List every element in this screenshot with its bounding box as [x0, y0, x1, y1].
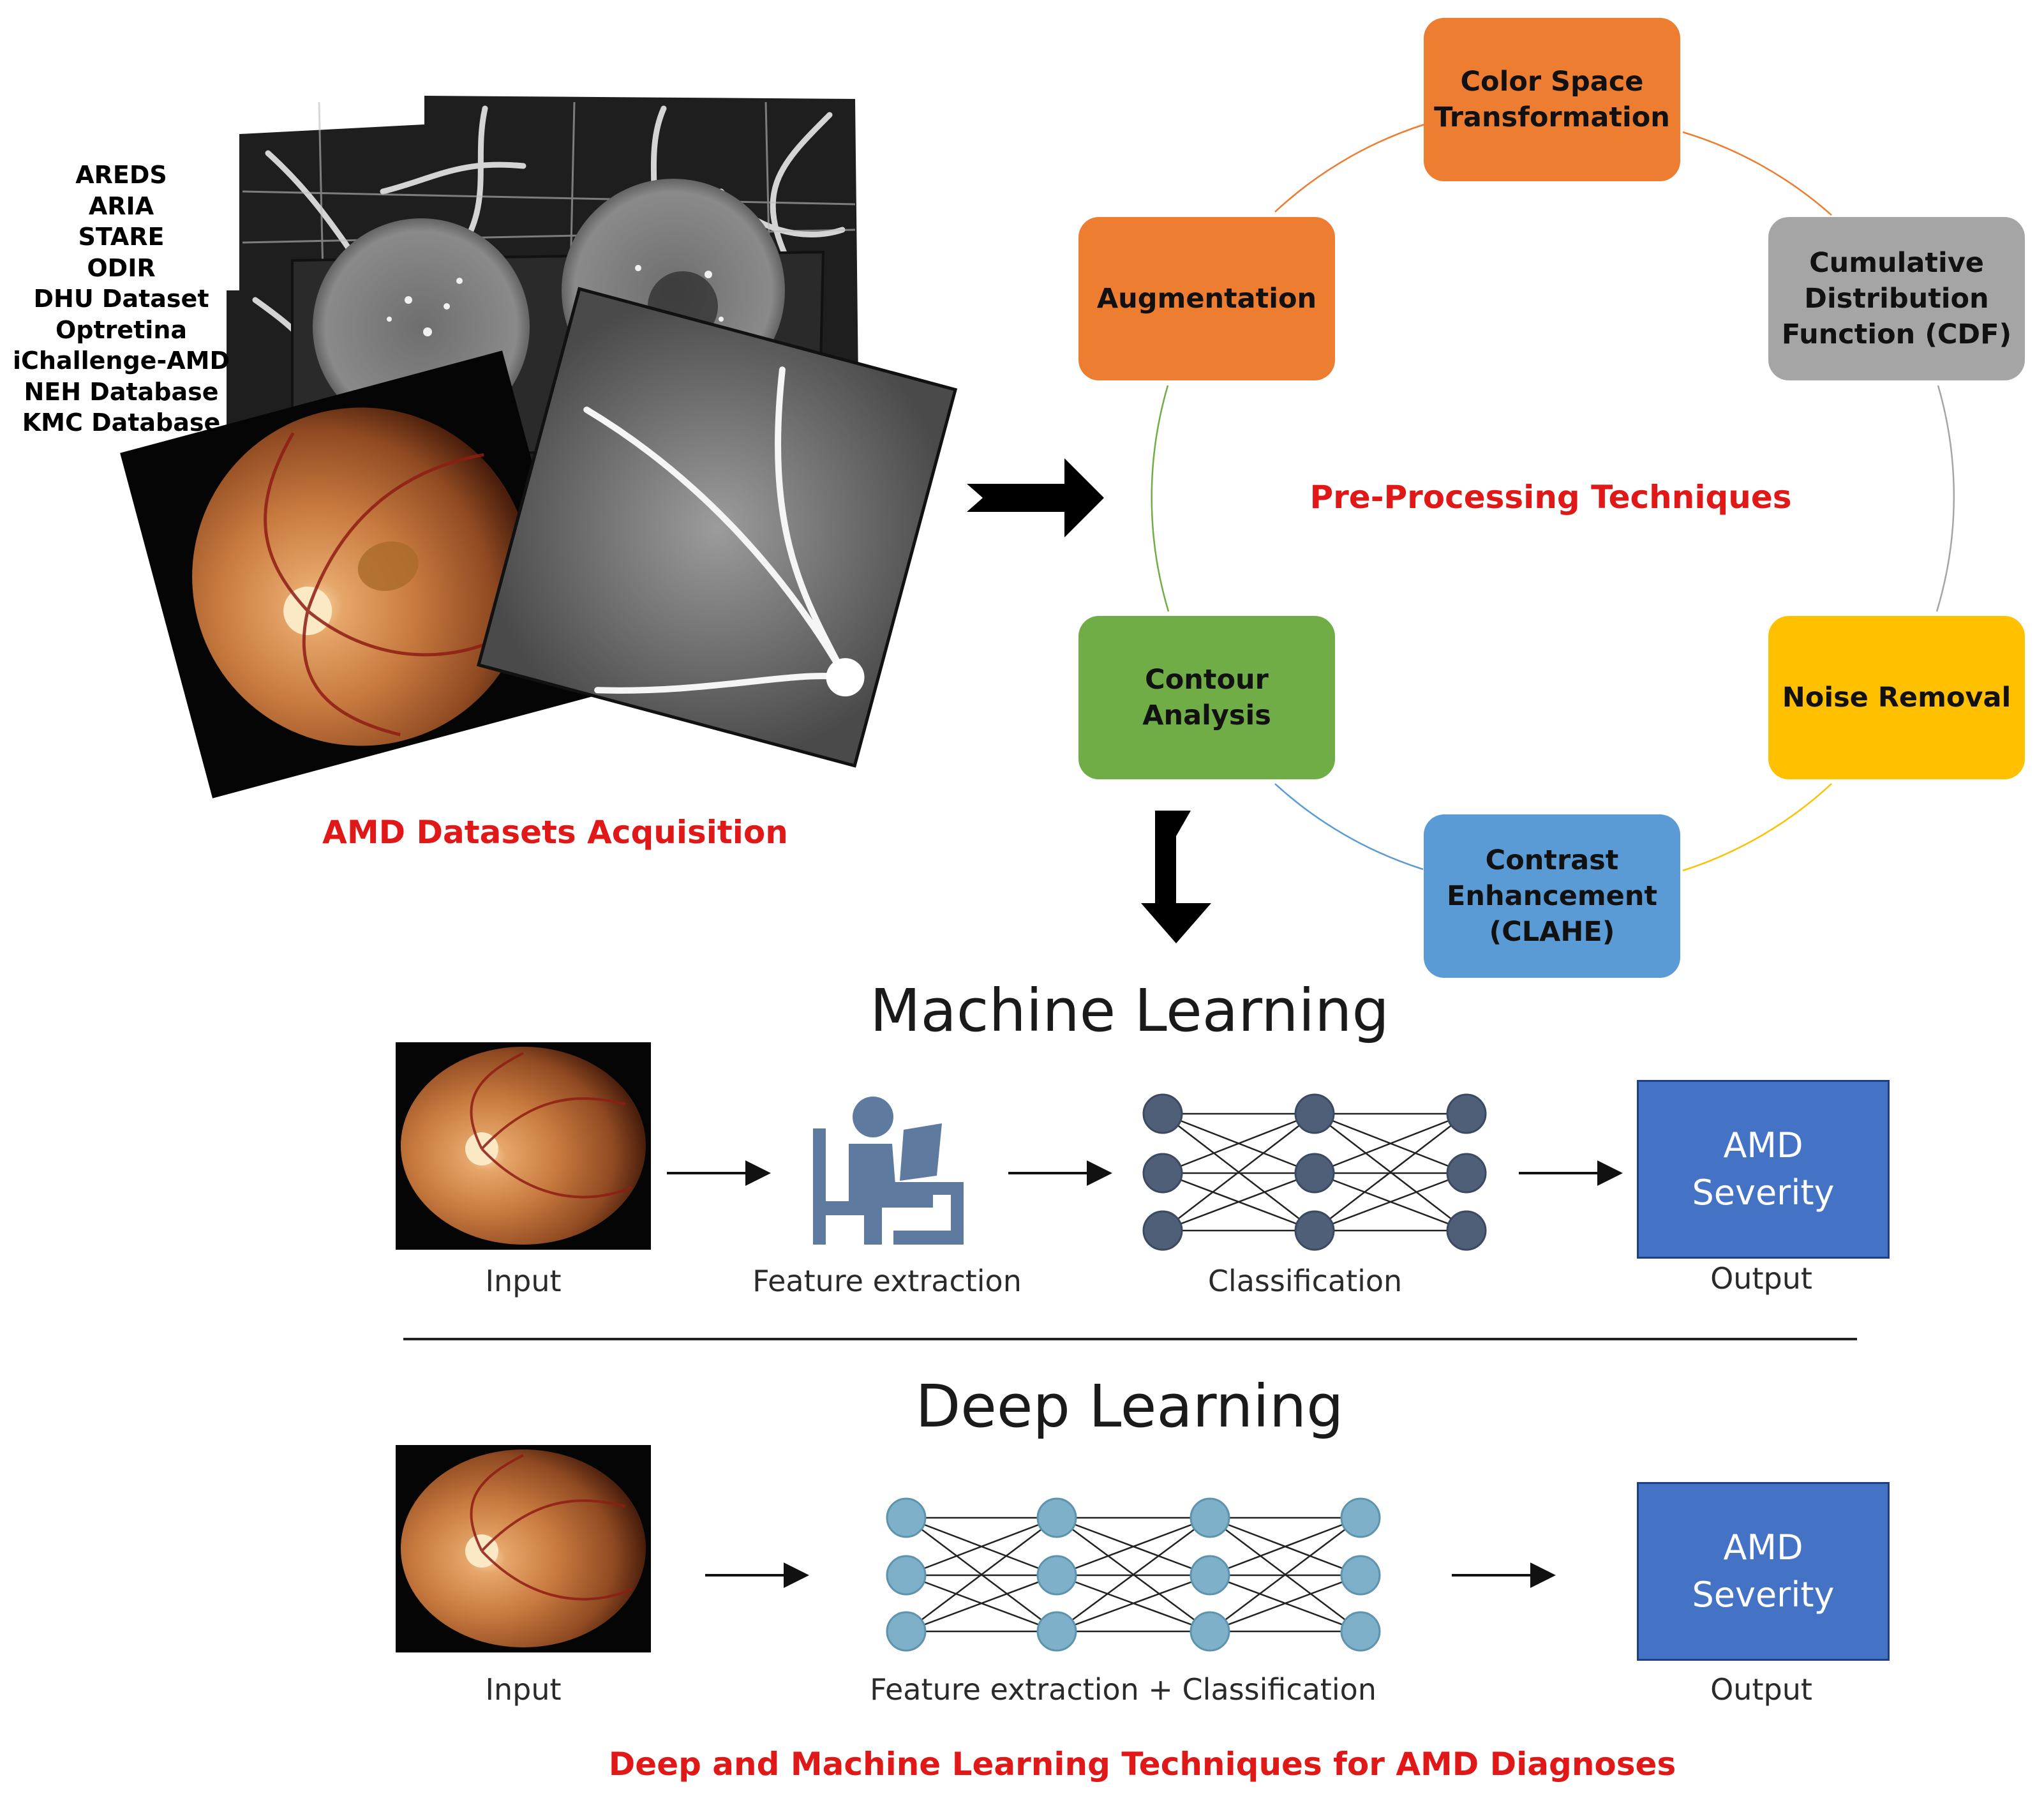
step-cumulative-distribution-function: Cumulative Distribution Function (CDF): [1768, 217, 2025, 380]
machine-learning-title: Machine Learning: [870, 977, 1389, 1045]
network-connection: [1056, 1517, 1211, 1577]
ring-segment-green: [1151, 385, 1170, 612]
step-noise-removal: Noise Removal: [1768, 616, 2025, 779]
dataset-name: ARIA: [88, 191, 154, 220]
preprocessing-caption: Pre-Processing Techniques: [1309, 479, 1792, 516]
ml-input-label: Input: [485, 1264, 562, 1298]
network-node: [1446, 1093, 1487, 1134]
dataset-name: Optretina: [55, 315, 188, 344]
ml-output-line2: Severity: [1692, 1172, 1835, 1213]
network-connection: [1209, 1517, 1361, 1632]
network-node: [1446, 1210, 1487, 1251]
dataset-name: iChallenge-AMD: [13, 347, 230, 375]
network-connection: [1314, 1172, 1467, 1232]
ml-neural-network: [1142, 1093, 1487, 1251]
dataset-name: AREDS: [75, 161, 167, 189]
ring-segment-orange-2: [1682, 131, 1832, 216]
network-connection: [906, 1517, 1057, 1577]
network-node: [886, 1555, 927, 1596]
network-node: [1340, 1611, 1381, 1652]
step-color-space-transformation: Color Space Transformation: [1424, 18, 1680, 181]
network-node: [1142, 1210, 1183, 1251]
dataset-image-collage: [120, 96, 958, 798]
network-node: [1446, 1153, 1487, 1194]
network-node: [886, 1497, 927, 1538]
network-connection: [1314, 1112, 1467, 1174]
dl-output-line2: Severity: [1692, 1575, 1835, 1615]
network-connection: [1209, 1574, 1361, 1633]
network-connection: [1162, 1172, 1315, 1232]
network-connection: [906, 1574, 1057, 1633]
network-node: [886, 1611, 927, 1652]
footer-caption: Deep and Machine Learning Techniques for…: [608, 1746, 1676, 1783]
step-contour-analysis: Contour Analysis: [1078, 616, 1335, 779]
step-augmentation: Augmentation: [1078, 217, 1335, 380]
network-connection: [1056, 1574, 1211, 1633]
ml-feature-extraction-label: Feature extraction: [752, 1264, 1022, 1298]
network-node: [1036, 1555, 1077, 1596]
network-node: [1142, 1093, 1183, 1134]
network-node: [1340, 1555, 1381, 1596]
dl-output-box: AMD Severity: [1637, 1482, 1890, 1661]
dl-output-line1: AMD: [1723, 1527, 1803, 1568]
ml-input-fundus-image: [396, 1042, 651, 1250]
network-node: [1036, 1611, 1077, 1652]
ring-segment-gray: [1936, 385, 1955, 612]
network-connection: [1056, 1517, 1211, 1633]
network-connection: [1314, 1113, 1467, 1231]
network-node: [1340, 1497, 1381, 1538]
grayscale-angiography: [476, 287, 958, 768]
dataset-name-list: AREDS ARIA STARE ODIR DHU Dataset Optret…: [0, 160, 242, 438]
ml-output-line1: AMD: [1723, 1125, 1803, 1165]
dl-output-label: Output: [1710, 1672, 1812, 1707]
right-block-arrow: [967, 458, 1104, 537]
acquisition-caption: AMD Datasets Acquisition: [322, 814, 788, 851]
network-connection: [1162, 1112, 1315, 1174]
dataset-name: KMC Database: [22, 408, 221, 437]
ring-segment-orange: [1274, 123, 1425, 213]
dl-input-fundus-image: [396, 1445, 651, 1652]
network-node: [1142, 1153, 1183, 1194]
ring-segment-yellow: [1682, 783, 1832, 872]
ml-output-box: AMD Severity: [1637, 1080, 1890, 1259]
network-connection: [906, 1517, 1057, 1632]
step-contrast-enhancement: Contrast Enhancement (CLAHE): [1424, 814, 1680, 978]
network-node: [1294, 1153, 1335, 1194]
network-node: [1190, 1555, 1230, 1596]
ml-classification-label: Classification: [1207, 1264, 1403, 1298]
person-at-desk-icon: [813, 1097, 964, 1245]
preprocessing-cycle-ring: [1151, 123, 1955, 872]
ring-segment-blue: [1274, 783, 1424, 871]
dataset-name: ODIR: [87, 253, 156, 282]
ml-output-label: Output: [1710, 1261, 1812, 1296]
network-node: [1294, 1210, 1335, 1251]
deep-learning-title: Deep Learning: [915, 1372, 1344, 1441]
dataset-name: NEH Database: [24, 377, 219, 406]
network-node: [1294, 1093, 1335, 1134]
color-fundus-photo: [120, 350, 595, 798]
dl-feature-classification-label: Feature extraction + Classification: [870, 1672, 1376, 1707]
network-node: [1190, 1611, 1230, 1652]
dl-neural-network: [886, 1497, 1381, 1652]
down-block-arrow: [1141, 811, 1211, 943]
dataset-name: DHU Dataset: [33, 285, 209, 313]
network-node: [1036, 1497, 1077, 1538]
dl-input-label: Input: [485, 1672, 562, 1707]
network-connection: [1162, 1113, 1315, 1231]
network-connection: [1209, 1517, 1361, 1577]
dataset-name: STARE: [78, 223, 165, 251]
network-node: [1190, 1497, 1230, 1538]
